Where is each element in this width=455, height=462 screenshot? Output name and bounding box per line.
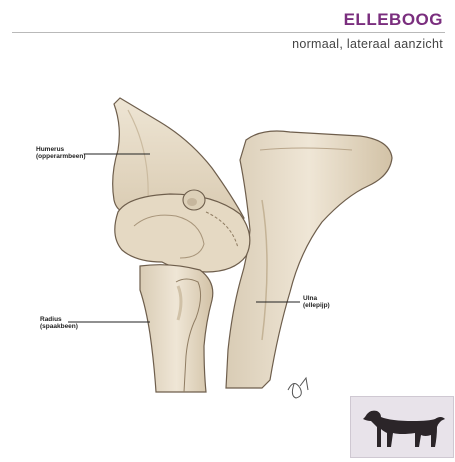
artist-signature: [288, 378, 308, 398]
radius-bone: [140, 265, 213, 392]
ulna-bone: [226, 131, 392, 388]
label-ulna-name: Ulna: [303, 295, 330, 302]
label-humerus-sub: (opperarmbeen): [36, 153, 85, 160]
label-humerus-name: Humerus: [36, 146, 85, 153]
label-radius: Radius (spaakbeen): [40, 316, 78, 330]
label-humerus: Humerus (opperarmbeen): [36, 146, 85, 160]
dog-thumbnail: [350, 396, 454, 458]
label-radius-sub: (spaakbeen): [40, 323, 78, 330]
dog-silhouette-icon: [351, 397, 453, 457]
label-ulna: Ulna (ellepijp): [303, 295, 330, 309]
label-ulna-sub: (ellepijp): [303, 302, 330, 309]
label-radius-name: Radius: [40, 316, 78, 323]
